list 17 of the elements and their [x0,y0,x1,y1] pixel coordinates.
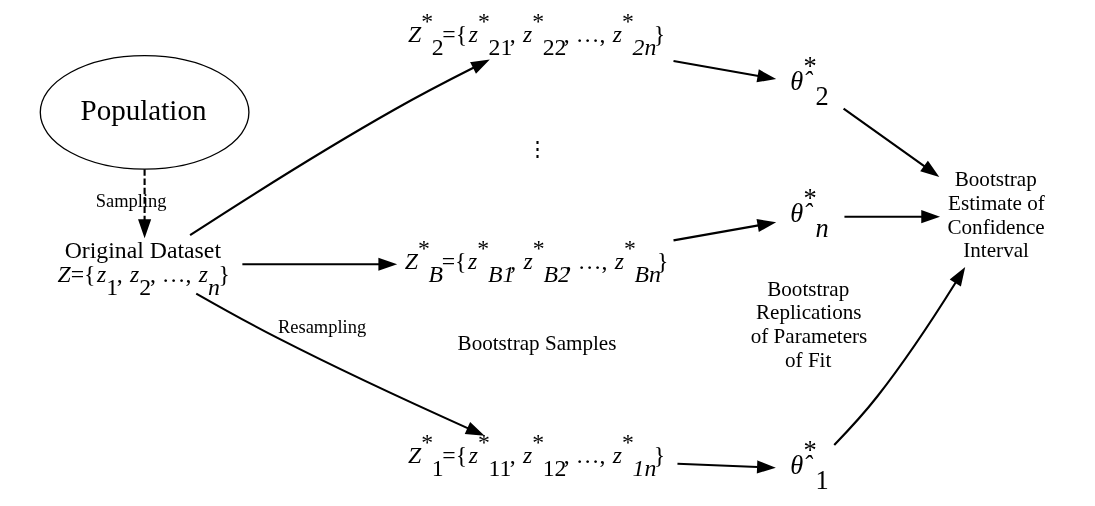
node-ellipse: Population [39,54,250,170]
label: Bootstrap Replications of Parameters of Fit [750,276,867,372]
arrow [833,267,965,446]
edge-label: Sampling [95,191,167,212]
arrow [676,460,776,474]
edge-label: Resampling [277,317,366,338]
arrow [195,292,485,436]
arrow [241,257,397,271]
node-text: Bootstrap Estimate of Confidence Interval [946,167,1045,263]
label: Bootstrap Samples [457,330,616,355]
arrow [137,169,151,239]
arrow [672,219,776,242]
arrow [189,59,490,237]
arrow [842,107,939,177]
label: ⋮ [526,136,548,161]
arrow [672,59,776,83]
arrow [843,210,940,224]
